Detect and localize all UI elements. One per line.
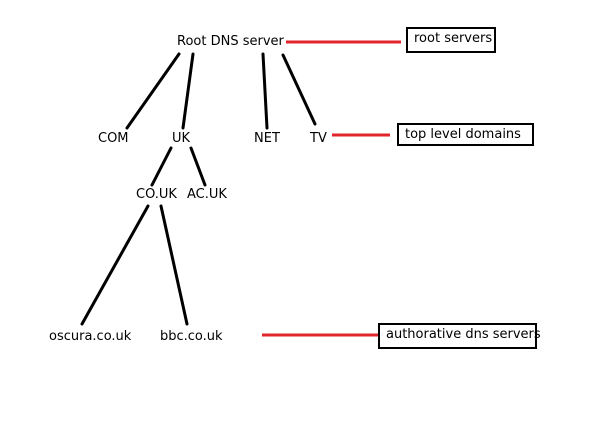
node-com: COM [98, 131, 129, 146]
label-top-level-domains: top level domains [397, 123, 534, 146]
edge-root-net [261, 52, 269, 130]
node-oscura-co-uk: oscura.co.uk [49, 329, 132, 344]
edge-root-com [125, 52, 181, 130]
node-tv: TV [310, 131, 327, 146]
edge-root-tv [281, 53, 317, 126]
edge-couk-bbc [159, 204, 189, 326]
node-ac-uk: AC.UK [187, 187, 227, 202]
node-bbc-co-uk: bbc.co.uk [160, 329, 223, 344]
node-root-dns-server: Root DNS server [177, 34, 284, 49]
label-root-servers: root servers [406, 27, 496, 53]
edge-uk-acuk [189, 146, 207, 187]
label-authorative-dns-servers: authorative dns servers [378, 323, 541, 349]
edge-couk-oscura [80, 204, 150, 326]
node-uk: UK [172, 131, 191, 146]
node-co-uk: CO.UK [136, 187, 177, 202]
node-net: NET [254, 131, 280, 146]
edge-uk-couk [150, 146, 173, 187]
edge-root-uk [181, 52, 195, 130]
